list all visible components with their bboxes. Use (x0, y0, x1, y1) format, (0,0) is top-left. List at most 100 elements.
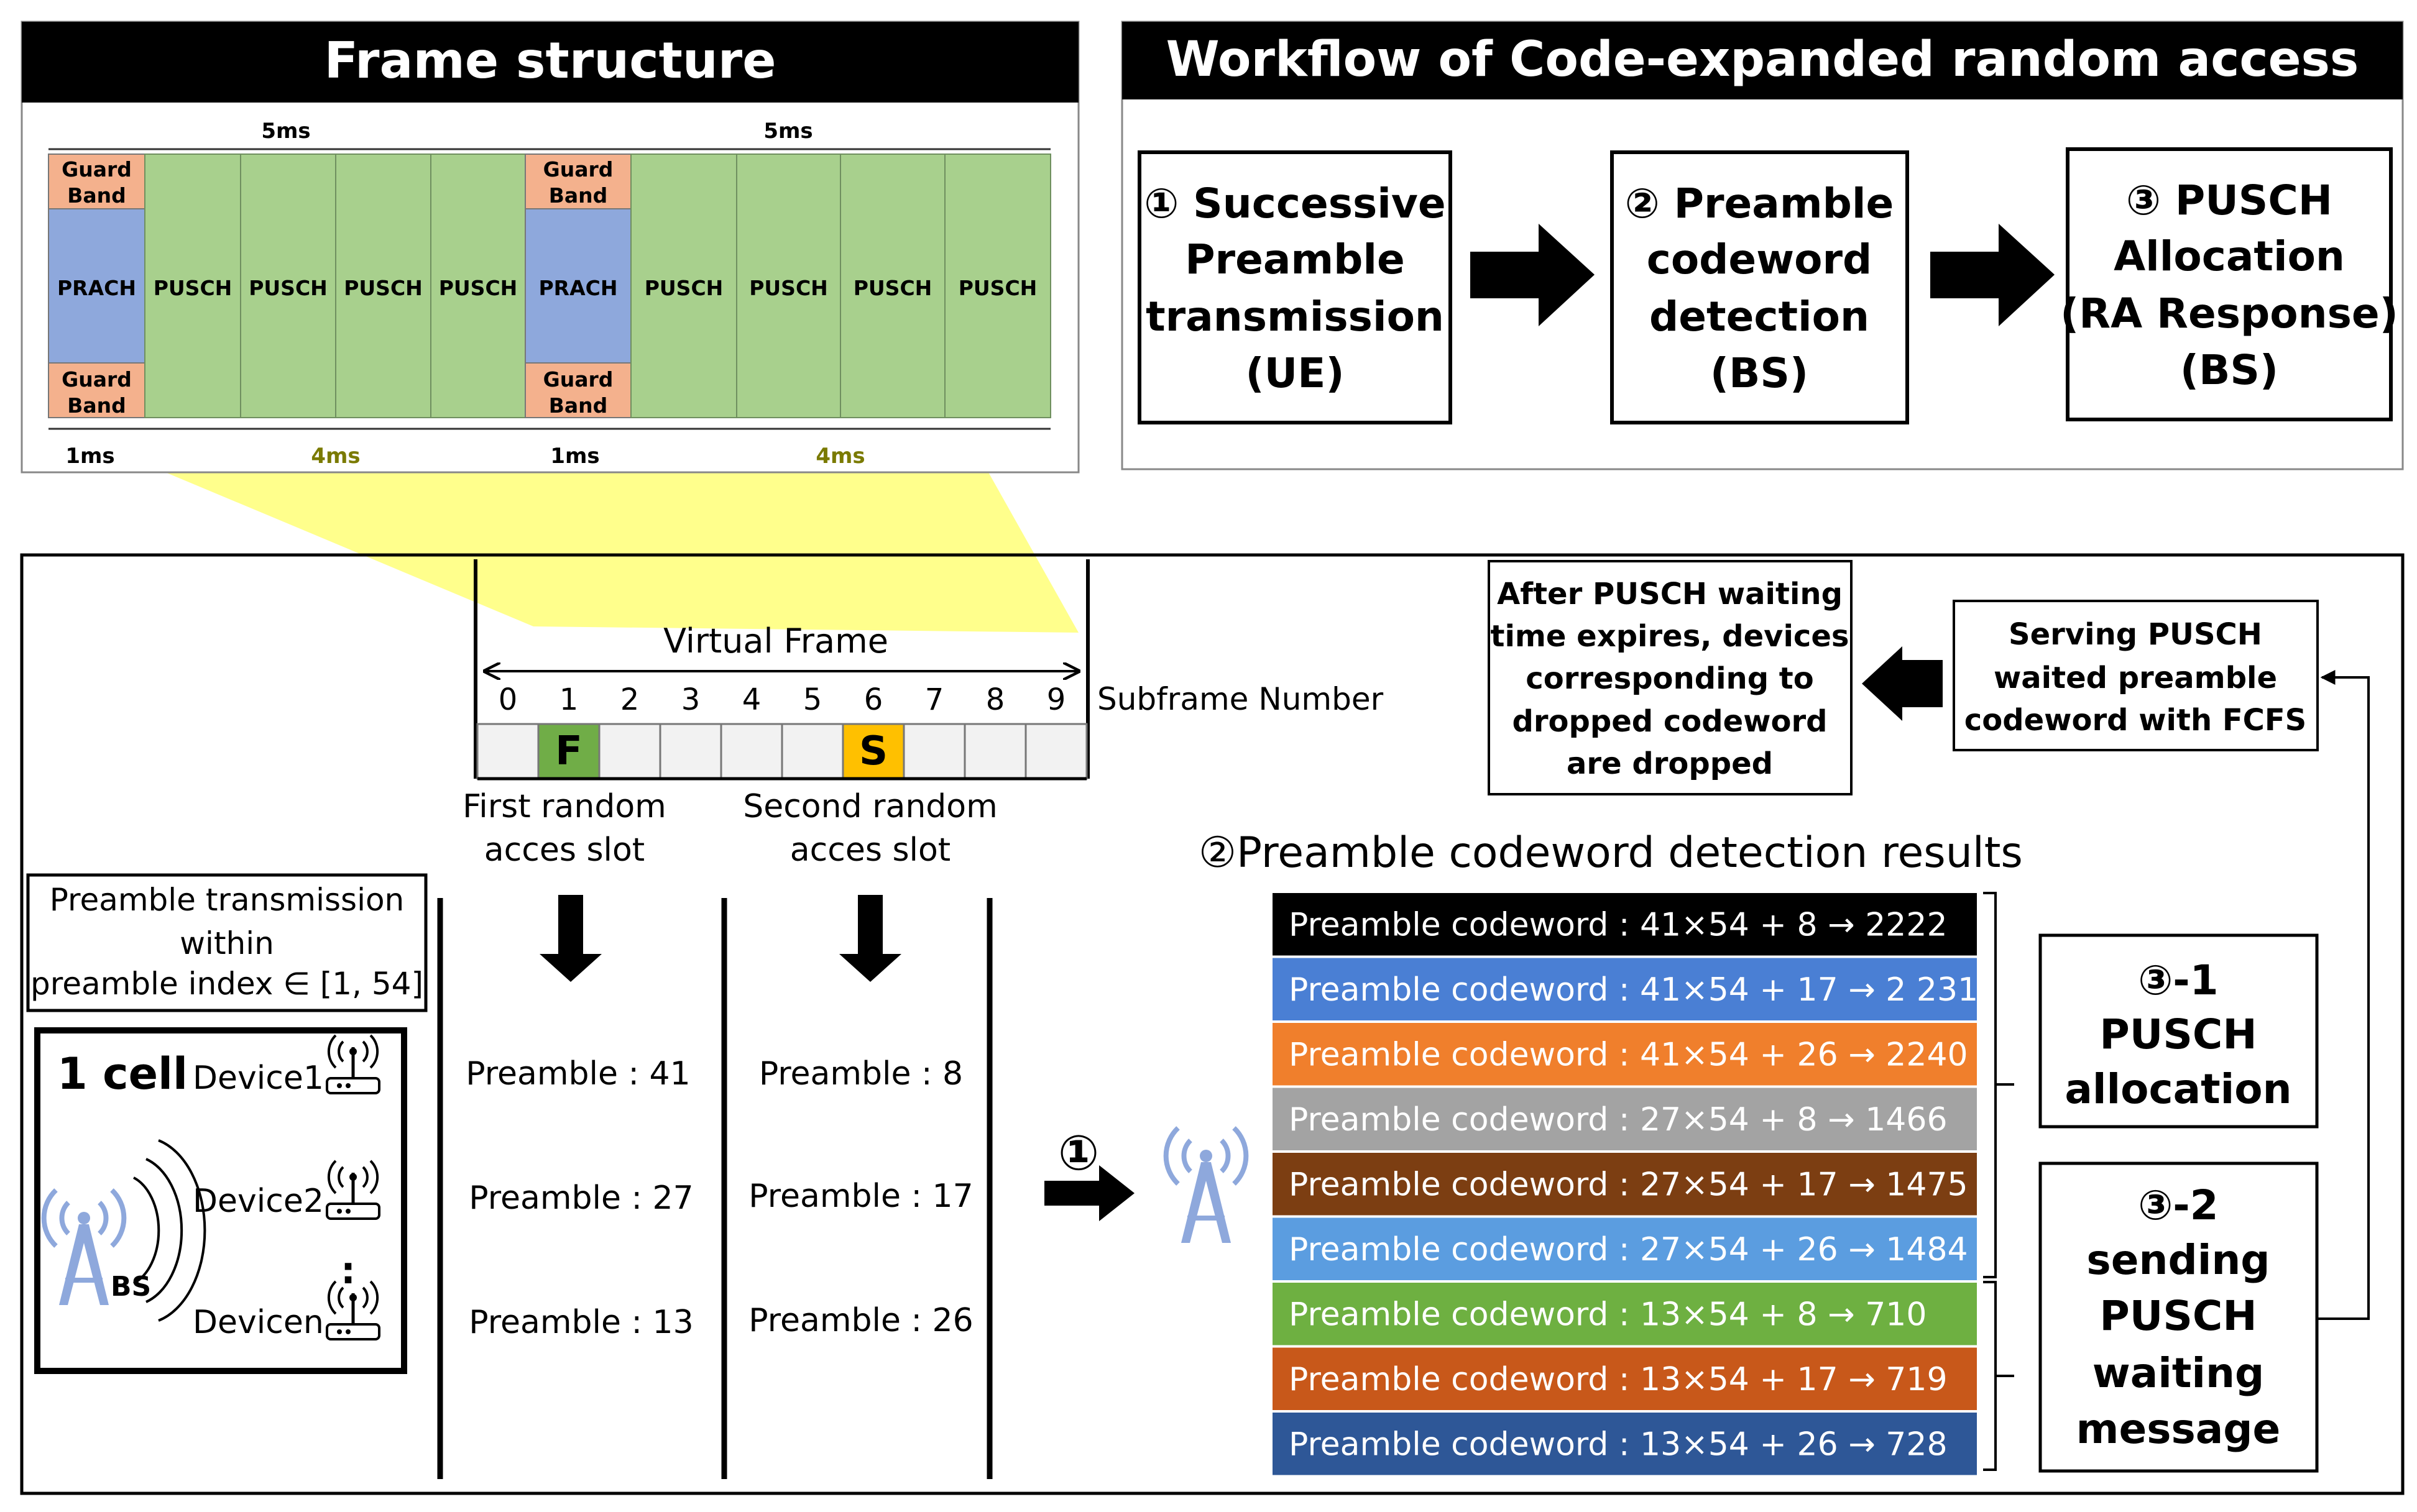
subframe-number: 4 (742, 682, 762, 717)
guard-band-label: Guard (62, 367, 132, 392)
detection-title: ②Preamble codeword detection results (1199, 828, 2023, 877)
pusch-waiting-line-3: PUSCH (2099, 1292, 2257, 1340)
subframe-number: 3 (681, 682, 701, 717)
step-1-arrow-icon (1044, 1165, 1135, 1221)
serving-pusch-box (1953, 600, 2319, 751)
frame-span-bottom-label: 4ms (816, 444, 865, 469)
device-2-label: Device2 (193, 1183, 324, 1220)
second-slot-label-line-2: acces slot (790, 832, 951, 869)
guard-band-top-block (48, 153, 145, 209)
workflow-step-2-line-3: detection (1649, 293, 1869, 341)
pusch-label: PUSCH (439, 276, 518, 300)
guard-band-label: Band (67, 393, 126, 418)
bs-signal-waves-icon (133, 1139, 206, 1322)
device-1-label: Device1 (193, 1060, 324, 1097)
subframe-number: 1 (559, 682, 579, 717)
preamble-transmission-box (26, 873, 428, 1012)
workflow-step-3-line-2: Allocation (2114, 232, 2345, 280)
dropped-codeword-line-1: After PUSCH waiting (1497, 577, 1843, 612)
receiver-bs-tower-icon (1163, 1126, 1249, 1243)
subframe-number: 2 (620, 682, 640, 717)
frame-span-top-label: 5ms (763, 119, 813, 144)
subframe-number: 7 (925, 682, 944, 717)
guard-band-label: Band (549, 393, 608, 418)
first-slot-marker: F (555, 728, 582, 774)
detection-row (1273, 893, 1977, 956)
workflow-step-1-line-3: transmission (1146, 293, 1444, 341)
workflow-step-1-line-4: (UE) (1245, 349, 1344, 397)
guard-band-label: Guard (543, 157, 614, 181)
detection-row (1273, 1217, 1977, 1280)
detection-row (1273, 1413, 1977, 1475)
serving-pusch-line-1: Serving PUSCH (2009, 617, 2262, 652)
subframe-number: 9 (1047, 682, 1066, 717)
frame-span-bottom-label: 4ms (311, 444, 360, 469)
detection-row (1273, 1153, 1977, 1216)
detection-row (1273, 1023, 1977, 1086)
prach-label: PRACH (57, 276, 136, 300)
virtual-frame-title: Virtual Frame (663, 621, 888, 661)
frame-span-bottom-label: 1ms (65, 444, 114, 469)
pusch-label: PUSCH (249, 276, 328, 300)
subframe-cell (1024, 723, 1088, 780)
dropped-codeword-box (1488, 560, 1853, 795)
cell-title: 1 cell (57, 1048, 188, 1099)
subframe-cell (659, 723, 722, 780)
pusch-waiting-line-4: waiting (2092, 1349, 2265, 1397)
detection-row-text: Preamble codeword : 13×54 + 17 → 719 (1289, 1361, 1948, 1398)
dropped-codeword-line-4: dropped codeword (1512, 704, 1827, 739)
device-ellipsis: : (341, 1249, 356, 1293)
dropped-codeword-line-3: corresponding to (1526, 661, 1813, 696)
virtual-frame: Virtual Frame Subframe Number (474, 559, 1384, 779)
guard-band-label: Band (67, 183, 126, 208)
second-slot-marker: S (859, 728, 888, 774)
workflow-step-3-box (2066, 147, 2393, 421)
first-preamble-3: Preamble : 13 (469, 1304, 693, 1341)
workflow-step-1-line-2: Preamble (1185, 236, 1405, 283)
subframe-cell (903, 723, 966, 780)
detection-row-text: Preamble codeword : 41×54 + 17 → 2 231 (1289, 971, 1978, 1009)
pusch-label: PUSCH (959, 276, 1038, 300)
pusch-allocation-box (2038, 933, 2319, 1129)
workflow-step-2-box (1610, 150, 1909, 424)
second-slot-down-arrow-icon (839, 895, 901, 982)
workflow-step-2-line-2: codeword (1647, 236, 1872, 283)
serving-pusch-line-3: codeword with FCFS (1964, 703, 2306, 738)
pusch-allocation-line-1: ③-1 (2138, 956, 2218, 1004)
pusch-allocation-line-3: allocation (2065, 1065, 2291, 1113)
group-bracket-allocation (1983, 892, 2014, 1278)
subframe-number: 8 (986, 682, 1005, 717)
workflow-panel: Workflow of Code-expanded random access … (1121, 21, 2404, 470)
preamble-transmission-line-1: Preamble transmission (50, 882, 405, 918)
detection-row-text: Preamble codeword : 13×54 + 8 → 710 (1289, 1296, 1927, 1333)
first-slot-label-line-1: First random (463, 788, 666, 825)
prach-label: PRACH (539, 276, 618, 300)
pusch-label: PUSCH (344, 276, 423, 300)
first-preamble-2: Preamble : 27 (469, 1180, 693, 1217)
workflow-arrow-2-icon (1930, 224, 2055, 326)
workflow-step-1-box (1138, 150, 1452, 424)
prach-block (48, 208, 145, 364)
pusch-block (736, 153, 841, 418)
guard-band-bottom-block (525, 362, 632, 418)
detection-row-text: Preamble codeword : 41×54 + 8 → 2222 (1289, 906, 1948, 943)
subframe-cell (720, 723, 783, 780)
subframe-number: 6 (864, 682, 883, 717)
workflow-step-3-line-1: ③ PUSCH (2126, 176, 2332, 224)
pusch-block (630, 153, 737, 418)
pusch-block (240, 153, 336, 418)
pusch-block (840, 153, 946, 418)
step-1-marker: ① (1058, 1125, 1099, 1181)
subframe-number: 5 (803, 682, 822, 717)
workflow-step-3-line-4: (BS) (2180, 346, 2278, 394)
detection-rows: Preamble codeword : 41×54 + 8 → 2222Prea… (1273, 893, 1978, 1475)
detection-row-text: Preamble codeword : 27×54 + 8 → 1466 (1289, 1101, 1948, 1139)
preamble-transmission-line-2: within (180, 925, 274, 961)
dropped-codeword-line-5: are dropped (1567, 746, 1773, 781)
detection-row-text: Preamble codeword : 27×54 + 17 → 1475 (1289, 1166, 1968, 1203)
pusch-waiting-box (2038, 1161, 2319, 1473)
pusch-block (144, 153, 241, 418)
device-n-label: Devicen (193, 1304, 324, 1341)
